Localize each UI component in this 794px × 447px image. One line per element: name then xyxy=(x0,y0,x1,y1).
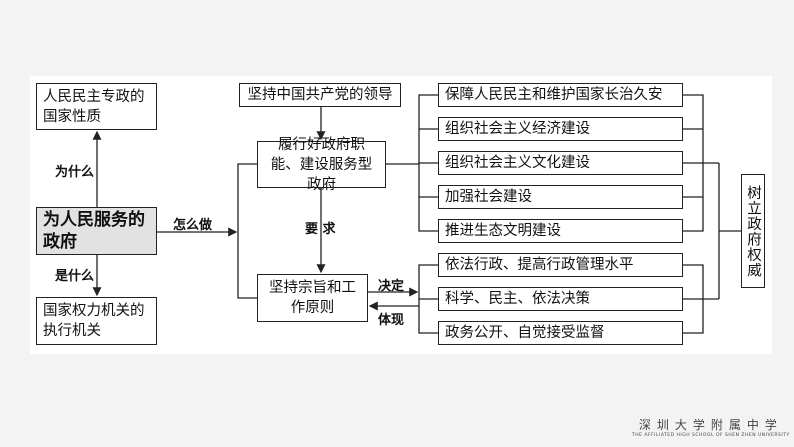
label-require: 要 求 xyxy=(305,222,336,237)
label-why: 为什么 xyxy=(55,165,95,180)
label-how: 怎么做 xyxy=(173,218,213,233)
function-item: 组织社会主义文化建设 xyxy=(438,151,683,175)
label-reflect: 体现 xyxy=(378,313,405,328)
state-nature-box: 人民民主专政的国家性质 xyxy=(36,83,157,130)
principles-box: 坚持宗旨和工作原则 xyxy=(257,274,368,322)
executive-organ-box: 国家权力机关的执行机关 xyxy=(36,297,157,345)
function-item: 推进生态文明建设 xyxy=(438,219,683,243)
government-authority-box: 树立政府权威 xyxy=(741,174,765,288)
party-leadership-box: 坚持中国共产党的领导 xyxy=(239,83,401,107)
function-item: 保障人民民主和维护国家长治久安 xyxy=(438,83,683,107)
label-decide: 决定 xyxy=(378,279,405,294)
label-what: 是什么 xyxy=(55,269,95,284)
school-logo: 深圳大学附属中学 THE AFFILIATED HIGH SCHOOL OF S… xyxy=(632,416,790,438)
principle-item: 依法行政、提高行政管理水平 xyxy=(438,253,683,277)
function-item: 加强社会建设 xyxy=(438,185,683,209)
logo-cn: 深圳大学附属中学 xyxy=(638,418,783,432)
logo-en: THE AFFILIATED HIGH SCHOOL OF SHEN ZHEN … xyxy=(632,433,790,438)
bracket-how xyxy=(237,163,257,299)
government-box: 为人民服务的政府 xyxy=(36,207,157,255)
principle-item: 政务公开、自觉接受监督 xyxy=(438,321,683,345)
principle-item: 科学、民主、依法决策 xyxy=(438,287,683,311)
function-item: 组织社会主义经济建设 xyxy=(438,117,683,141)
functions-box: 履行好政府职能、建设服务型政府 xyxy=(257,137,386,193)
